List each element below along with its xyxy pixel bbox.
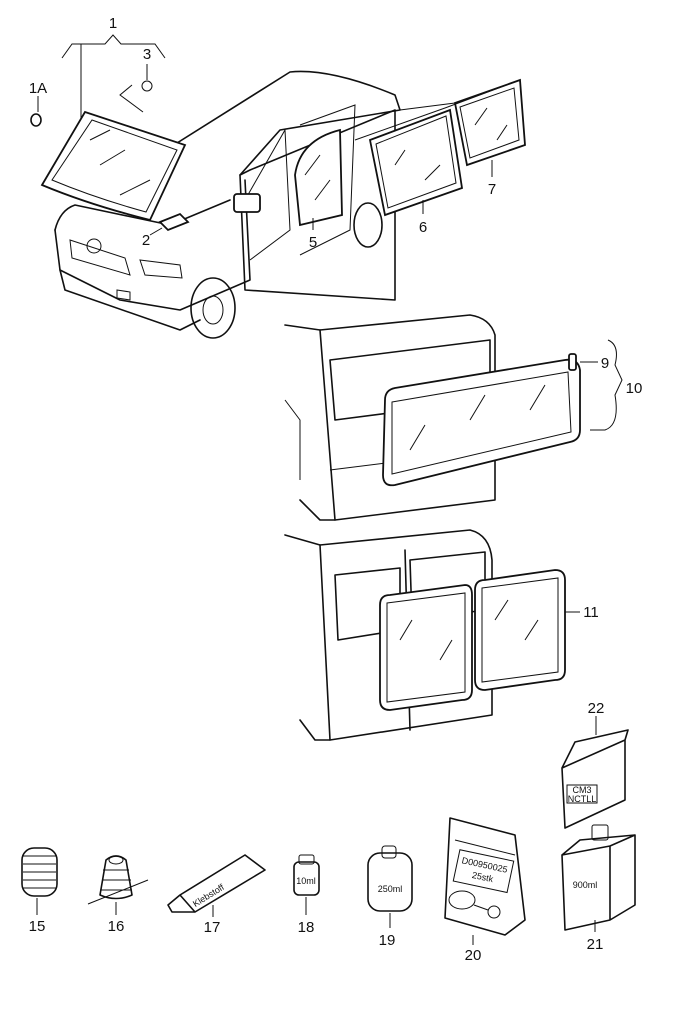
callout-20: 20	[465, 947, 482, 964]
part-1a-grommet	[30, 113, 42, 127]
callout-labels: 1 3 1A 2 5 6 7 9 10 11 22 15 16 17 18 19…	[29, 15, 643, 964]
callout-2: 2	[142, 232, 150, 249]
small-bottle-label: 10ml	[296, 876, 316, 886]
part-20-bag: D00950025 25stk	[444, 817, 526, 945]
callout-18: 18	[298, 919, 315, 936]
callout-6: 6	[419, 219, 427, 236]
box-label-line2: NCTLL	[568, 794, 597, 804]
part-21-canister: 900ml	[561, 824, 636, 932]
callout-19: 19	[379, 932, 396, 949]
callout-11: 11	[583, 604, 599, 621]
callout-9: 9	[601, 355, 609, 372]
part-17-adhesive-tube: Klebstoff	[167, 854, 266, 917]
bag-qty-label: 25stk	[471, 870, 495, 884]
callout-21: 21	[587, 936, 604, 953]
callout-10: 10	[626, 380, 643, 397]
part-22-box: CM3 NCTLL	[561, 716, 629, 829]
callout-15: 15	[29, 918, 46, 935]
side-window-glass-6	[368, 108, 464, 217]
part-19-can: 250ml	[367, 845, 413, 928]
tailgate-window-glass	[382, 358, 581, 487]
canister-label: 900ml	[573, 880, 598, 890]
callout-1: 1	[109, 15, 117, 32]
van-rear-doors-view	[284, 529, 580, 741]
callout-7: 7	[488, 181, 496, 198]
windshield-glass	[40, 110, 187, 222]
callout-22: 22	[588, 700, 605, 717]
callout-17: 17	[204, 919, 221, 936]
part-18-small-bottle: 10ml	[293, 854, 320, 915]
callout-16: 16	[108, 918, 125, 935]
part-9-clip	[568, 353, 577, 371]
callout-3: 3	[143, 46, 151, 63]
rear-door-glass-left	[379, 584, 473, 711]
can-label: 250ml	[378, 884, 403, 894]
van-rear-tailgate-view	[284, 314, 623, 521]
van-front-view	[30, 34, 526, 339]
part-16-cone-coil	[87, 855, 149, 915]
rear-door-glass-right	[474, 569, 566, 691]
callout-1a: 1A	[29, 80, 47, 97]
box-label-line1: CM3	[572, 785, 591, 795]
sliding-door-glass	[294, 128, 343, 227]
part-15-coil	[21, 847, 58, 915]
callout-5: 5	[309, 234, 317, 251]
